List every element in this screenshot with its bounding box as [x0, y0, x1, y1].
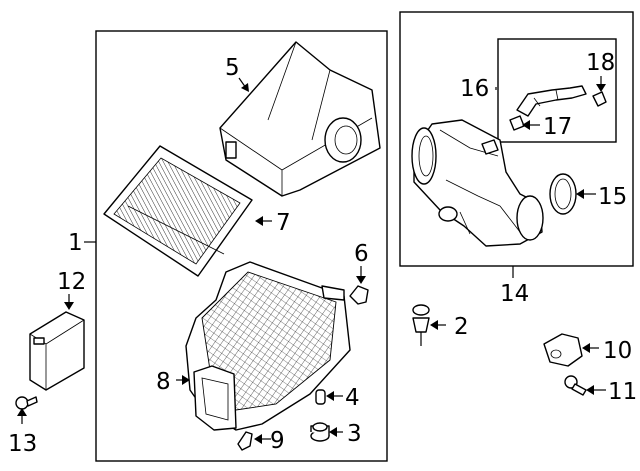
callout-11: 11 [608, 379, 637, 405]
upper-cover-part [219, 41, 381, 197]
callout-7: 7 [276, 210, 291, 236]
callout-10: 10 [603, 338, 632, 364]
bracket-6-part [349, 285, 369, 305]
callout-4: 4 [345, 385, 360, 411]
push-pin-2-part [412, 304, 430, 346]
clamp-ring-15-part [549, 173, 577, 215]
intake-duct-part [411, 119, 544, 247]
mount-3-part [310, 422, 330, 442]
clip-18-part [592, 91, 607, 107]
leader-lines [17, 76, 606, 444]
assembly-1-frame [95, 30, 388, 462]
callout-12: 12 [57, 269, 86, 295]
callout-15: 15 [598, 184, 627, 210]
callout-14: 14 [500, 281, 529, 307]
bracket-10-part [543, 333, 583, 367]
callout-16: 16 [460, 76, 489, 102]
bolt-11-part [564, 375, 587, 396]
callout-5: 5 [225, 55, 240, 81]
assembly-16-frame [497, 38, 617, 143]
callout-18: 18 [586, 50, 615, 76]
filter-element-part [103, 145, 253, 277]
module-12-part [29, 311, 85, 391]
hose-16-part [516, 85, 587, 117]
clip-9-part [237, 431, 253, 451]
grommet-4-part [315, 389, 326, 405]
assembly-14-frame [399, 11, 634, 267]
callout-2: 2 [454, 314, 469, 340]
callout-13: 13 [8, 431, 37, 457]
callout-8: 8 [156, 369, 171, 395]
bolt-13-part [15, 396, 38, 410]
callout-1: 1 [68, 230, 83, 256]
callout-17: 17 [543, 114, 572, 140]
lower-housing-part [185, 261, 351, 431]
clamp-17-part [509, 115, 525, 131]
callout-6: 6 [354, 241, 369, 267]
callout-3: 3 [347, 421, 362, 447]
callout-9: 9 [270, 428, 285, 454]
